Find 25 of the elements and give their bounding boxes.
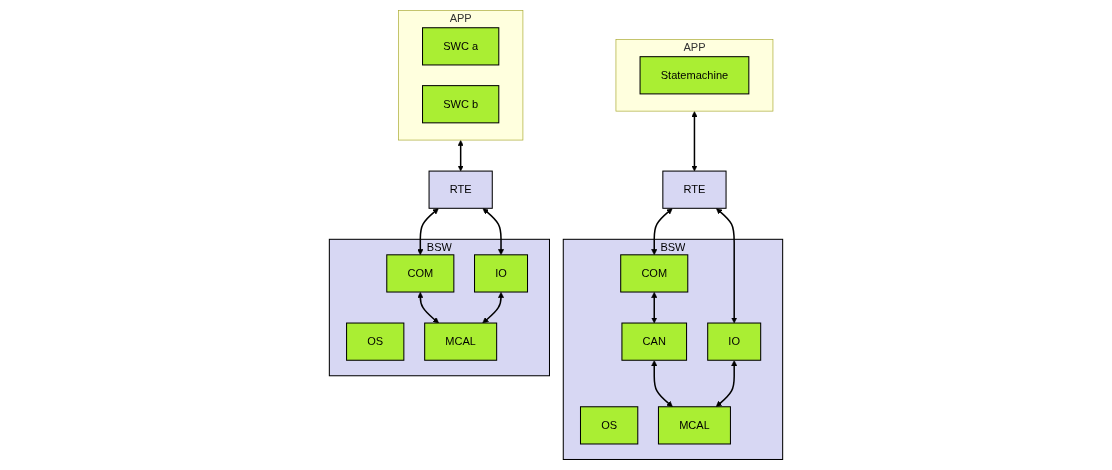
arrow — [651, 208, 673, 256]
node-box: MCAL — [424, 322, 498, 361]
arrow — [417, 208, 439, 256]
arrow — [691, 111, 698, 172]
node-box: COM — [386, 254, 455, 293]
node-box: RTE — [662, 170, 727, 209]
node-box: OS — [346, 322, 405, 361]
node-box: COM — [620, 254, 689, 293]
node-box: Statemachine — [639, 56, 750, 95]
arrow — [651, 360, 673, 408]
arrow — [417, 292, 439, 324]
node-box: IO — [707, 322, 762, 361]
node-box: IO — [474, 254, 529, 293]
node-box: MCAL — [657, 406, 731, 445]
arrow — [715, 360, 738, 408]
arrow — [482, 292, 505, 324]
arrow — [716, 208, 738, 324]
node-box: OS — [580, 406, 639, 445]
node-box: CAN — [621, 322, 688, 361]
arrow — [457, 140, 464, 172]
node-box: SWC a — [422, 27, 500, 66]
node-box: SWC b — [422, 85, 500, 124]
arrow — [482, 208, 505, 256]
node-box: RTE — [428, 170, 493, 209]
arrow — [651, 292, 658, 324]
